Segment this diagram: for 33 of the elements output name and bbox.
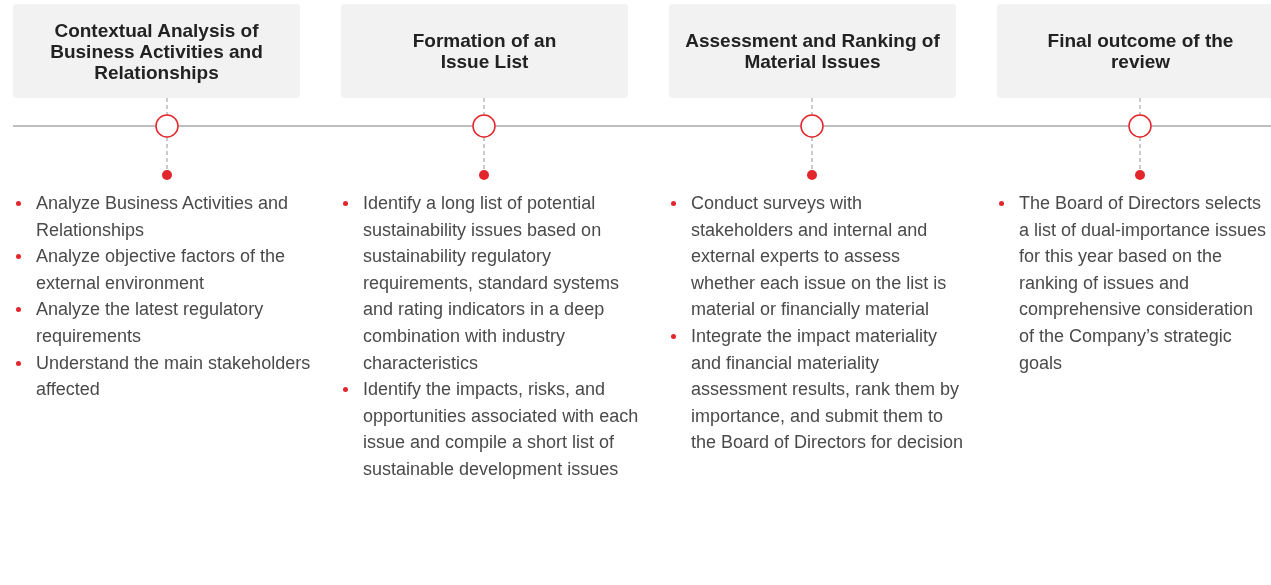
timeline-dot: [479, 170, 489, 180]
step-header-box: [341, 4, 628, 98]
dashed-connector: [166, 136, 168, 171]
step-header-box: [997, 4, 1271, 98]
step-title: Assessment and Ranking of Material Issues: [684, 30, 941, 72]
bullet-point: Identify a long list of potential sustainability issues based on sustainability regulatory requirements, standard systems and rating indicators in a deep combination with industry characteristics: [363, 192, 621, 375]
dashed-connector: [166, 97, 168, 116]
step-header-box: [13, 4, 300, 98]
step-title: Contextual Analysis of Business Activities and Relationships: [49, 19, 264, 83]
bullet-point: Identify the impacts, risks, and opportunities associated with each issue and compile a short list of sustainable development issues: [363, 378, 640, 481]
dashed-connector: [811, 97, 813, 116]
timeline-circle: [1128, 114, 1152, 138]
dashed-connector: [1139, 97, 1141, 116]
dashed-connector: [811, 136, 813, 171]
timeline-circle: [155, 114, 179, 138]
bullet-point: Analyze the latest regulatory requirements: [36, 298, 265, 348]
timeline-circle: [800, 114, 824, 138]
dashed-connector: [483, 136, 485, 171]
bullet-point: Understand the main stakeholders affected: [36, 351, 312, 402]
bullet-point: Integrate the impact materiality and financial materiality assessment results, rank them by importance, and submit them to the Board of Directors for decision: [691, 324, 965, 455]
timeline-dot: [162, 170, 172, 180]
step-title: Formation of an Issue List: [411, 30, 558, 72]
timeline-dot: [1135, 170, 1145, 180]
bullet-point: Analyze objective factors of the external environment: [36, 245, 287, 295]
timeline-circle: [472, 114, 496, 138]
dashed-connector: [1139, 136, 1141, 171]
bullet-point: Conduct surveys with stakeholders and internal and external experts to assess whether each issue on the list is material or financially material: [691, 192, 948, 322]
dashed-connector: [483, 97, 485, 116]
timeline-dot: [807, 170, 817, 180]
bullet-point: Analyze Business Activities and Relationships: [36, 192, 290, 242]
step-title: Final outcome of the review: [1046, 30, 1235, 72]
bullet-point: The Board of Directors selects a list of dual-importance issues for this year based on the ranking of issues and comprehensive consideration of the Company’s strategic goals: [1019, 192, 1268, 375]
step-header-box: [669, 4, 956, 98]
